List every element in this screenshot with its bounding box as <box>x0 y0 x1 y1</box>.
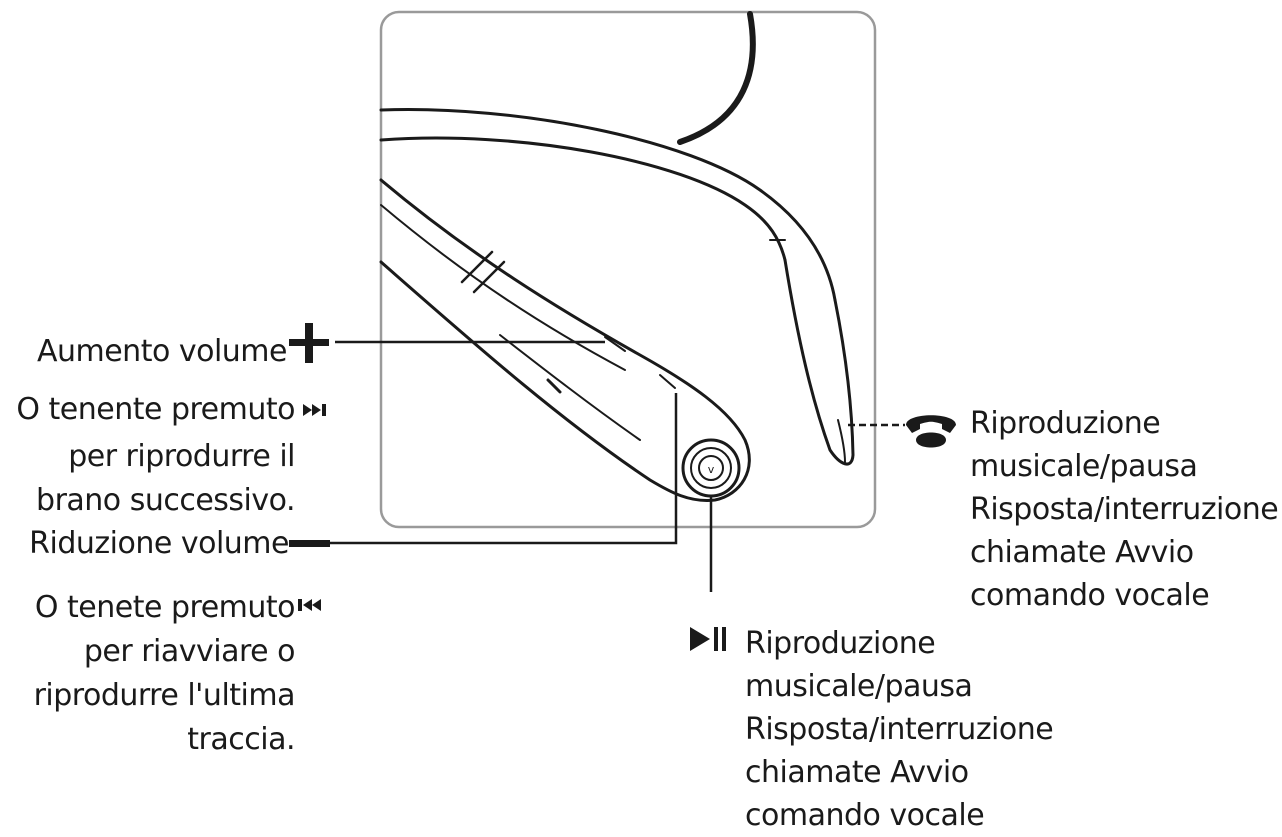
hold-next-label: O tenente premuto <box>16 392 295 428</box>
hold-prev-line: traccia. <box>187 722 295 757</box>
play-pause-line: Risposta/interruzione <box>745 712 1054 747</box>
hold-next-line: per riprodurre il <box>68 439 295 474</box>
play-pause-line: comando vocale <box>745 798 985 833</box>
minus-icon <box>289 540 330 547</box>
leader-volume-down <box>330 393 678 545</box>
leader-lines <box>330 340 905 592</box>
phone-button-line: Risposta/interruzione <box>970 492 1279 527</box>
headset-illustration: v <box>379 11 855 502</box>
hold-prev-line: per riavviare o <box>83 634 296 669</box>
headset-diagram: v <box>289 10 956 651</box>
play-pause-line: Riproduzione <box>745 626 936 661</box>
hold-prev-label: O tenete premuto per riavviare o riprodu… <box>33 586 296 762</box>
phone-button-line: musicale/pausa <box>970 449 1198 484</box>
hold-prev-line: O tenete premuto <box>34 590 296 625</box>
play-pause-line: musicale/pausa <box>745 669 973 704</box>
play-pause-line: chiamate Avvio <box>745 755 969 790</box>
svg-text:v: v <box>708 463 715 476</box>
volume-up-label: Aumento volume <box>36 334 288 369</box>
plus-icon <box>289 323 329 363</box>
hold-next-line: O tenente premuto <box>16 392 295 427</box>
phone-button-line: comando vocale <box>970 578 1210 613</box>
previous-track-icon <box>298 599 321 611</box>
phone-button-label: Riproduzione musicale/pausa Risposta/int… <box>970 402 1279 617</box>
phone-button-line: chiamate Avvio <box>970 535 1194 570</box>
illustration-frame <box>379 10 877 529</box>
hold-prev-line: riprodurre l'ultima <box>33 678 296 713</box>
next-track-icon <box>303 404 326 416</box>
hold-next-line: brano successivo. <box>36 483 295 518</box>
phone-button-line: Riproduzione <box>970 406 1161 441</box>
play-pause-icon <box>690 627 726 651</box>
play-pause-label: Riproduzione musicale/pausa Risposta/int… <box>745 622 1054 837</box>
volume-down-label: Riduzione volume <box>29 526 289 561</box>
phone-icon <box>906 415 956 448</box>
hold-next-label-cont: per riprodurre il brano successivo. <box>36 435 295 523</box>
